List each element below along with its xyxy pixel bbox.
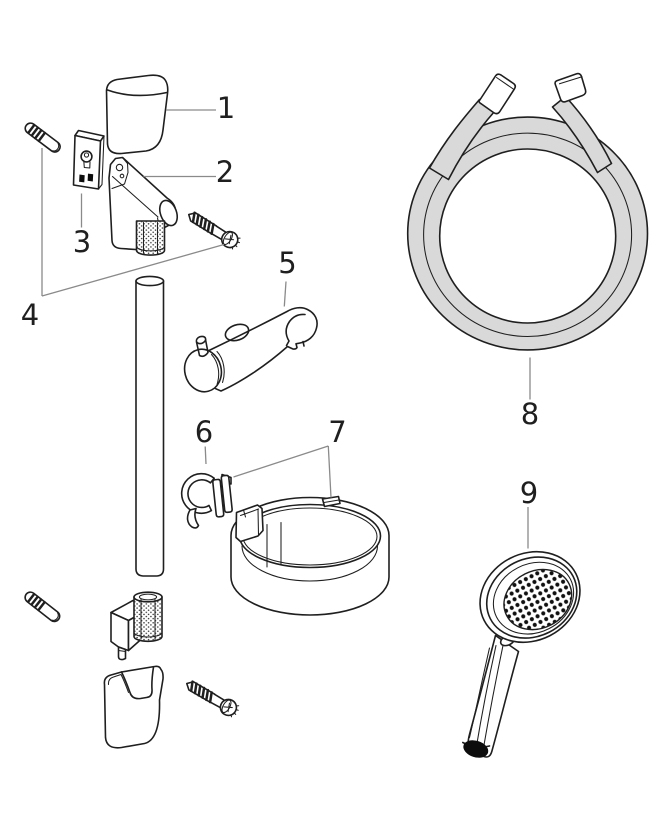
- callout-2: 2: [216, 155, 234, 189]
- part-4-wall-plug-top: [21, 119, 64, 156]
- callout-9: 9: [520, 476, 538, 510]
- screw-bottom: [181, 675, 243, 721]
- keyhole: [80, 150, 93, 163]
- holder-slot-hole: [224, 323, 250, 342]
- part-7-holder-ring: [230, 495, 390, 616]
- wall-plug-bottom: [21, 588, 64, 625]
- leader-line-7: [233, 445, 332, 498]
- part-8-shower-hose: [406, 72, 649, 351]
- leader-lines: [41, 109, 531, 549]
- part-6-clip: [180, 472, 233, 529]
- rail-bar: [135, 275, 165, 577]
- part-9-hand-shower: [462, 550, 581, 758]
- hose-fitting-right: [554, 72, 587, 103]
- leader-line-5: [283, 281, 287, 307]
- callout-6: 6: [195, 415, 213, 449]
- bracket-bottom: [110, 591, 163, 661]
- hand-shower-inlet: [463, 740, 489, 758]
- callout-4: 4: [21, 298, 39, 332]
- part-5-shower-holder: [183, 306, 318, 393]
- part-4-screw-top: [183, 206, 244, 253]
- end-cap-bottom: [103, 665, 164, 749]
- callout-5: 5: [278, 246, 296, 280]
- spray-face: [503, 568, 573, 631]
- holder-pin: [195, 338, 209, 358]
- hand-shower-head: [479, 550, 581, 644]
- leader-line-4: [41, 148, 225, 297]
- leader-line-6: [204, 446, 207, 465]
- end-cap-body: [105, 74, 169, 155]
- part-3-guide-plate: [72, 129, 105, 190]
- callout-8: 8: [521, 397, 539, 431]
- callout-7: 7: [328, 415, 346, 449]
- callout-1: 1: [217, 91, 235, 125]
- callout-3: 3: [73, 225, 91, 259]
- callout-labels: 1 2 3 4 5 6 7 8 9: [21, 91, 539, 510]
- ring-buckle: [235, 504, 264, 543]
- part-2-slider-bracket: [108, 156, 179, 256]
- part-1-end-cap: [105, 74, 169, 155]
